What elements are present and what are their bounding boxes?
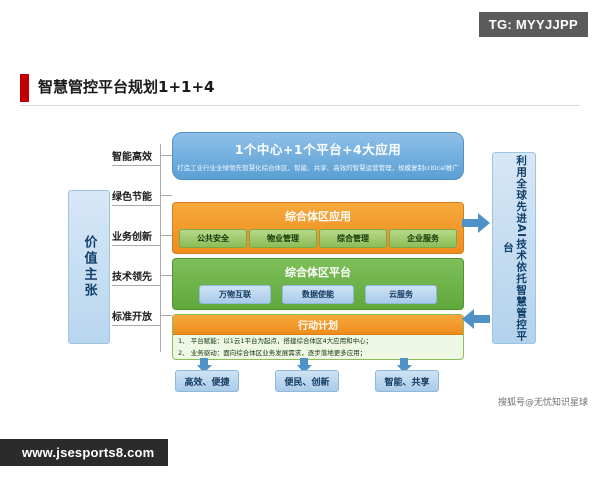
bottom-chip-2[interactable]: 智能、共享 [375,370,439,392]
left-label-0: 智能高效 [112,148,172,163]
left-label-2-underline [112,245,160,246]
left-label-0-text: 智能高效 [112,152,152,163]
left-label-4-text: 标准开放 [112,312,152,323]
diagram-canvas: 价值主张 智能高效 绿色节能 业务创新 技术领先 标准开放 1个中心+1个平台+… [0,112,600,422]
left-label-3-underline [112,285,160,286]
watermark: 搜狐号@无忧知识星球 [497,398,588,408]
arrow-right-action [462,309,490,329]
left-label-1-underline [112,205,160,206]
application-chip-2[interactable]: 综合管理 [319,229,387,248]
tg-badge: TG: MYYJJPP [478,12,588,37]
arrow-down-1 [297,358,312,373]
left-label-4-tick [160,315,172,316]
footer-url: www.jsesports8.com [0,439,169,466]
action-plan-line-0: 1、 平台赋能：以1云1平台为起点，搭建综合体区4大应用和中心； [178,337,373,345]
platform-layer-caption: 综合体区平台 [285,266,351,279]
action-plan-line-1: 2、 业务驱动：面向综合体区业务发展需求，逐步落地更多应用； [178,348,367,357]
page-title-block: 智慧管控平台规划1+1+4 [20,74,580,108]
left-label-4: 标准开放 [112,308,172,323]
application-chip-1[interactable]: 物业管理 [249,229,317,248]
left-label-1-tick [160,195,172,196]
arrow-right-application [462,213,490,233]
left-label-3-tick [160,275,172,276]
left-label-4-underline [112,325,160,326]
left-label-2: 业务创新 [112,228,172,243]
left-label-0-tick [160,155,172,156]
application-layer-caption: 综合体区应用 [285,210,351,223]
right-benefit-label: 利用全球先进AI技术依托智慧管控平台 [502,154,528,342]
right-benefit-column: 利用全球先进AI技术依托智慧管控平台 [492,152,536,344]
header-box-title: 1个中心+1个平台+4大应用 [234,142,402,157]
action-plan-box: 行动计划 1、 平台赋能：以1云1平台为起点，搭建综合体区4大应用和中心； 2、… [172,314,464,360]
label-connector-rail [160,144,161,352]
value-proposition-column: 价值主张 [68,190,110,344]
header-box: 1个中心+1个平台+4大应用 打造工业行业全球领先智慧化综合体区、智能、共享、高… [172,132,464,180]
arrow-down-0 [197,358,212,373]
platform-chip-0[interactable]: 万物互联 [199,285,271,304]
value-proposition-label: 价值主张 [81,235,97,299]
application-chip-row: 公共安全 物业管理 综合管理 企业服务 [179,229,457,248]
application-layer: 综合体区应用 公共安全 物业管理 综合管理 企业服务 [172,202,464,254]
title-divider [20,105,580,106]
application-chip-0[interactable]: 公共安全 [179,229,247,248]
bottom-chip-1[interactable]: 便民、创新 [275,370,339,392]
action-plan-caption: 行动计划 [173,315,463,335]
arrow-down-2 [397,358,412,373]
platform-chip-1[interactable]: 数据使能 [282,285,354,304]
left-label-3: 技术领先 [112,268,172,283]
left-label-2-text: 业务创新 [112,232,152,243]
platform-chip-2[interactable]: 云服务 [365,285,437,304]
application-chip-3[interactable]: 企业服务 [389,229,457,248]
left-label-2-tick [160,235,172,236]
page-title: 智慧管控平台规划1+1+4 [38,78,215,96]
title-accent-bar [20,74,29,102]
platform-chip-row: 万物互联 数据使能 云服务 [199,285,437,304]
header-box-subtitle: 打造工业行业全球领先智慧化综合体区、智能、共享、高效的智慧运营管理，规模复制cr… [177,164,459,172]
platform-layer: 综合体区平台 万物互联 数据使能 云服务 [172,258,464,310]
left-label-0-underline [112,165,160,166]
left-label-1: 绿色节能 [112,188,172,203]
left-label-3-text: 技术领先 [112,272,152,283]
left-label-1-text: 绿色节能 [112,192,152,203]
bottom-chip-0[interactable]: 高效、便捷 [175,370,239,392]
